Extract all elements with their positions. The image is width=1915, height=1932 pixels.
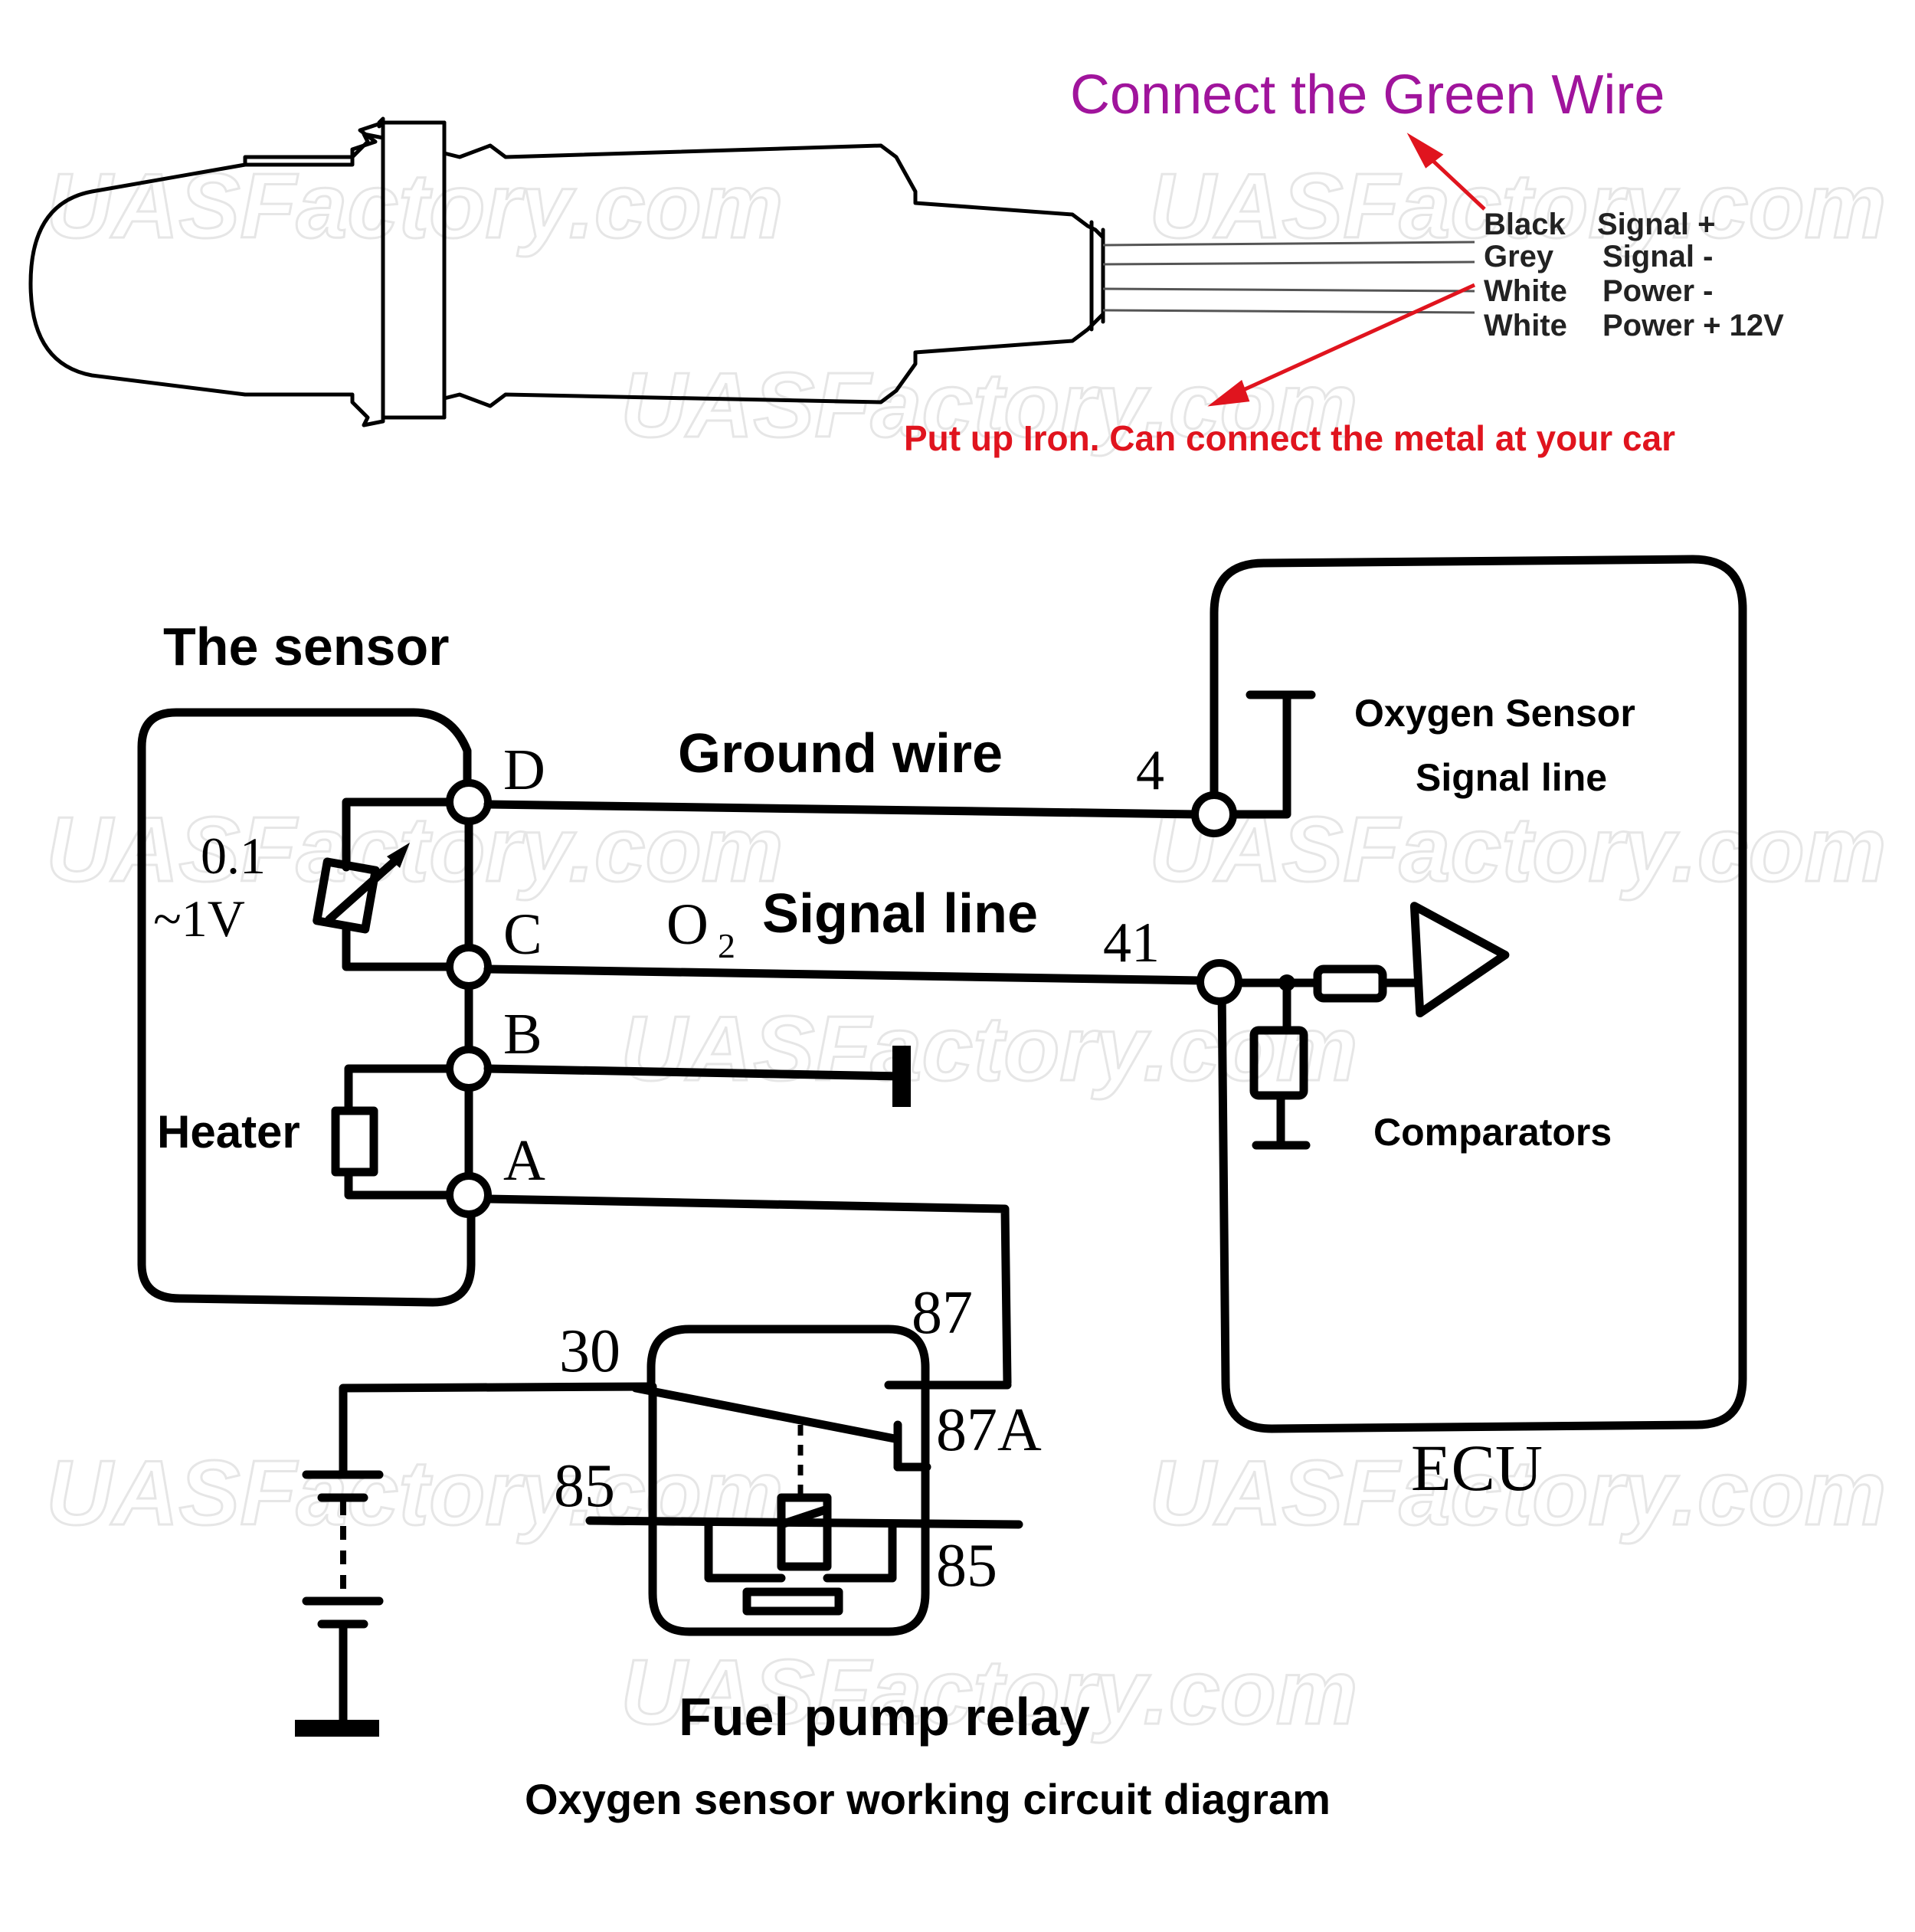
pin-d-label: D (503, 738, 545, 802)
heater-leads (344, 1064, 473, 1200)
ecu-box-outline (1210, 555, 1747, 1433)
arrow-to-iron-note (1232, 283, 1476, 397)
pin-a-node (446, 1172, 492, 1218)
ecu-pin-4-label: 4 (1136, 739, 1164, 802)
ecu-pin-41-node (1196, 959, 1242, 1005)
callout-arrows (1207, 133, 1486, 407)
pin-85-lead (585, 1516, 1023, 1529)
wire-function-label: Power - (1602, 274, 1713, 308)
battery-ground-icon (295, 1720, 379, 1737)
voltage-label-line2: ~1V (153, 889, 245, 948)
wire-function-label: Signal + (1597, 208, 1716, 241)
wire-legend: Black Signal + Grey Signal - White Power… (1484, 208, 1784, 342)
ground-wire-label: Ground wire (678, 723, 1003, 784)
ecu-pin-4-node (1191, 791, 1237, 837)
battery (295, 1470, 384, 1737)
o2-subscript: 2 (718, 926, 735, 965)
ecu-block (1191, 555, 1747, 1433)
relay-pin-85-left-label: 85 (554, 1452, 615, 1520)
voltage-element-leads (342, 797, 473, 971)
pin-b-node (446, 1046, 492, 1092)
relay-switch-contact (631, 1384, 899, 1443)
sensor-probe-outline (28, 116, 1105, 427)
ecu-signal-label-line2: Signal line (1416, 756, 1607, 799)
ground-wire (483, 800, 1201, 819)
ecu-ground-lead (1213, 690, 1291, 819)
relay-pin-30-label: 30 (559, 1318, 620, 1385)
signal-line-label: Signal line (762, 883, 1038, 945)
watermark: UASFactory.com (620, 997, 1357, 1100)
ecu-signal-label-line1: Oxygen Sensor (1354, 692, 1635, 735)
watermark: UASFactory.com (46, 798, 783, 901)
watermark: UASFactory.com (46, 1442, 783, 1544)
wire-function-label: Power + 12V (1602, 309, 1784, 342)
relay-pin-87-label: 87 (912, 1279, 973, 1347)
diagram-caption: Oxygen sensor working circuit diagram (525, 1775, 1331, 1823)
wire-color-label: Grey (1484, 240, 1554, 273)
relay-box-outline (647, 1325, 930, 1636)
voltage-label-line1: 0.1 (201, 827, 266, 885)
heater-resistor-icon (331, 1106, 378, 1177)
o2-label: O (666, 892, 709, 957)
wire-color-label: Black (1484, 208, 1566, 241)
coil-leads (704, 1520, 897, 1583)
relay-pin-85-right-label: 85 (936, 1532, 997, 1600)
voltage-cell-icon (313, 857, 380, 934)
watermark: UASFactory.com (46, 155, 783, 257)
pin-b-ground-wire (483, 1064, 907, 1081)
wire-function-label: Signal - (1602, 240, 1713, 273)
sensor-title: The sensor (163, 617, 449, 676)
pin-a-label: A (503, 1128, 545, 1193)
coil-core-icon (742, 1587, 843, 1616)
watermark: UASFactory.com (1149, 1442, 1886, 1544)
relay-coil-icon (777, 1493, 832, 1571)
pin-d-node (446, 779, 492, 825)
watermark: UASFactory.com (1149, 155, 1886, 257)
pin-c-node (446, 944, 492, 990)
callout-put-up-iron: Put up Iron. Can connect the metal at yo… (904, 418, 1675, 458)
relay-title: Fuel pump relay (679, 1687, 1090, 1747)
callout-connect-green-wire: Connect the Green Wire (1070, 64, 1665, 126)
ecu-pin-41-label: 41 (1103, 912, 1160, 974)
wire-color-label: White (1484, 309, 1567, 342)
sensor-block (137, 708, 492, 1307)
watermark: UASFactory.com (620, 1641, 1357, 1744)
pin-c-label: C (503, 902, 542, 967)
pin-a-to-relay-wire (483, 1194, 1012, 1387)
wire-color-label: White (1484, 274, 1567, 308)
variable-arrow-icon (325, 853, 403, 924)
pin-b-label: B (503, 1002, 542, 1066)
watermarks: UASFactory.com UASFactory.com UASFactory… (45, 154, 1887, 1745)
watermark: UASFactory.com (620, 354, 1357, 457)
arrowhead-icon (387, 843, 410, 868)
circuit-wires (483, 800, 1206, 1387)
pin-30-lead (339, 1382, 654, 1479)
relay-pin-87a-label: 87A (936, 1397, 1042, 1464)
comparators-label: Comparators (1373, 1111, 1612, 1154)
fuel-pump-relay (339, 1325, 1023, 1636)
ecu-label: ECU (1411, 1431, 1543, 1505)
sensor-box-outline (137, 708, 476, 1307)
arrowhead-icon (1406, 133, 1444, 169)
arrowhead-icon (1207, 379, 1250, 407)
signal-wire (483, 964, 1206, 985)
ground-icon (892, 1046, 911, 1107)
heater-label: Heater (157, 1106, 300, 1158)
comparator-triangle-icon (1409, 902, 1510, 1018)
comparator-resistor-icon (1313, 964, 1387, 1003)
